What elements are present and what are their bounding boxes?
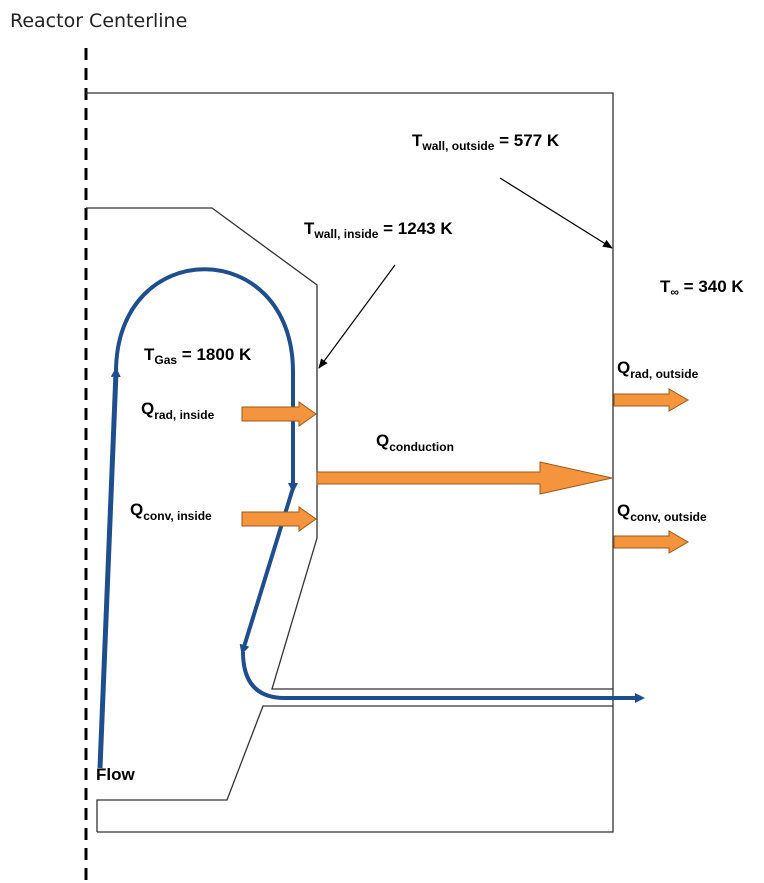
label-flow: Flow	[96, 765, 135, 784]
flow-path-loop	[114, 267, 295, 373]
label-t-infinity: T∞ = 340 K	[660, 277, 744, 299]
label-q-rad-inside: Qrad, inside	[141, 399, 215, 422]
pointer-wall-inside	[318, 264, 396, 369]
label-t-gas: TGas = 1800 K	[144, 345, 252, 367]
arrow-q-conv-inside	[241, 506, 317, 532]
label-q-conduction: Qconduction	[376, 431, 454, 454]
arrow-q-conv-outside	[613, 530, 689, 554]
label-q-conv-inside: Qconv, inside	[130, 500, 212, 523]
label-t-wall-outside: Twall, outside = 577 K	[412, 131, 560, 153]
arrow-q-rad-inside	[241, 401, 317, 427]
arrow-q-rad-outside	[613, 388, 689, 412]
flow-path-exit	[241, 651, 645, 703]
arrow-q-conduction	[316, 461, 613, 495]
centerline-label: Reactor Centerline	[10, 10, 187, 32]
label-t-wall-inside: Twall, inside = 1243 K	[304, 219, 453, 241]
outer-wall-outline	[86, 92, 614, 833]
label-q-rad-outside: Qrad, outside	[617, 358, 699, 381]
label-q-conv-outside: Qconv, outside	[617, 501, 707, 524]
pointer-wall-outside	[499, 177, 613, 249]
inner-wall-outline	[86, 207, 613, 690]
flow-path-up	[97, 367, 121, 769]
exit-channel-lower-wall	[96, 705, 613, 832]
